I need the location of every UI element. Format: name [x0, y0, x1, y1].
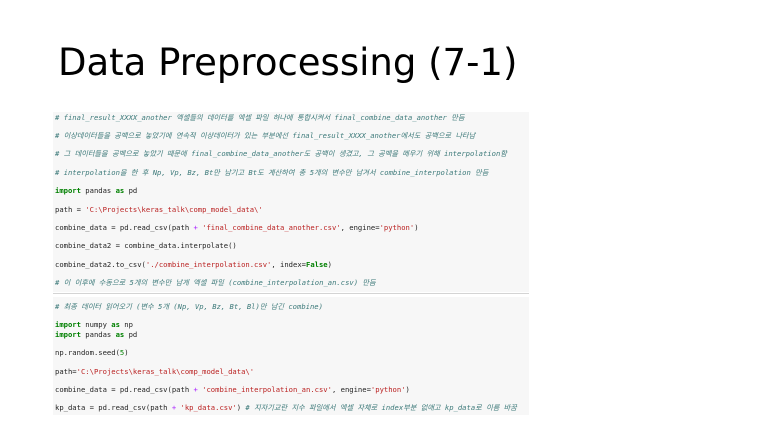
- seed-number: 5: [119, 348, 125, 357]
- engine-string: 'python': [379, 223, 415, 232]
- code-line-import-pandas: import pandas as pd: [55, 186, 529, 196]
- plus-operator: +: [171, 403, 177, 412]
- code-line-read-csv: combine_data = pd.read_csv(path + 'final…: [55, 223, 419, 232]
- code-line-read-kp: kp_data = pd.read_csv(path + 'kp_data.cs…: [55, 403, 517, 412]
- seed-call: np.random.seed(: [55, 348, 120, 357]
- module-alias: pd: [124, 330, 138, 339]
- output-filename-string: './combine_interpolation.csv': [145, 260, 272, 269]
- code-line-random-seed: np.random.seed(5): [55, 348, 129, 357]
- code-cell-preprocessing[interactable]: # final_result_XXXX_another 엑셀들의 데이터를 엑셀…: [53, 112, 529, 292]
- keyword-as: as: [111, 320, 120, 329]
- path-assign: path=: [55, 367, 77, 376]
- code-line-import-numpy: import numpy as np: [55, 320, 529, 330]
- path-string: 'C:\Projects\keras_talk\comp_model_data\…: [85, 205, 263, 214]
- filename-string: 'combine_interpolation_an.csv': [202, 385, 332, 394]
- code-cell-load-data[interactable]: # 최종 데이터 읽어오기 (변수 5개 (Np, Vp, Bz, Bt, Bl…: [53, 297, 529, 415]
- code-comment-interpolation-reason: # 그 데이터들을 공백으로 놓았기 때문에 final_combine_dat…: [55, 149, 507, 158]
- inline-comment: # 지자기교란 지수 파일에서 엑셀 자체로 index부분 없애고 kp_da…: [245, 403, 517, 412]
- code-line-path: path = 'C:\Projects\keras_talk\comp_mode…: [55, 205, 529, 215]
- keyword-import: import: [55, 330, 81, 339]
- code-comment-load-final: # 최종 데이터 읽어오기 (변수 5개 (Np, Vp, Bz, Bt, Bl…: [55, 302, 323, 311]
- code-comment-manual-step: # 이 이후에 수동으로 5개의 변수만 남게 엑셀 파일 (combine_i…: [55, 278, 376, 287]
- code-comment-missing-data: # 이상데이터들을 공백으로 놓았기에 연속적 이상데이터가 있는 부분에선 f…: [55, 131, 476, 140]
- code-line-path: path='C:\Projects\keras_talk\comp_model_…: [55, 367, 529, 377]
- filename-string: 'final_combine_data_another.csv': [202, 223, 341, 232]
- module-alias: pd: [124, 186, 138, 195]
- module-name: pandas: [80, 186, 116, 195]
- module-alias: np: [119, 320, 133, 329]
- keyword-as: as: [115, 330, 125, 339]
- keyword-import: import: [55, 320, 81, 329]
- path-string: 'C:\Projects\keras_talk\comp_model_data\…: [76, 367, 255, 376]
- path-assign: path =: [55, 205, 86, 214]
- code-comment-combine: # final_result_XXXX_another 엑셀들의 데이터를 엑셀…: [55, 113, 465, 122]
- module-name: numpy: [80, 320, 112, 329]
- read-csv-call: kp_data = pd.read_csv(path: [55, 403, 172, 412]
- code-line-import-pandas: import pandas as pd: [55, 330, 529, 340]
- filename-string: 'kp_data.csv': [180, 403, 237, 412]
- to-csv-call: combine_data2.to_csv(: [55, 260, 146, 269]
- code-comment-variables: # interpolation을 한 후 Np, Vp, Bz, Bt만 남기고…: [55, 168, 489, 177]
- plus-operator: +: [193, 385, 198, 394]
- cell-divider: [53, 293, 529, 294]
- read-csv-call: combine_data = pd.read_csv(path: [55, 223, 194, 232]
- plus-operator: +: [193, 223, 198, 232]
- read-csv-call: combine_data = pd.read_csv(path: [55, 385, 194, 394]
- module-name: pandas: [80, 330, 116, 339]
- keyword-as: as: [115, 186, 125, 195]
- engine-string: 'python': [370, 385, 406, 394]
- code-line-to-csv: combine_data2.to_csv('./combine_interpol…: [55, 260, 332, 269]
- code-line-read-combine: combine_data = pd.read_csv(path + 'combi…: [55, 385, 410, 394]
- keyword-import: import: [55, 186, 81, 195]
- code-line-interpolate: combine_data2 = combine_data.interpolate…: [55, 241, 237, 250]
- slide-title: Data Preprocessing (7-1): [58, 41, 518, 84]
- false-constant: False: [306, 260, 328, 269]
